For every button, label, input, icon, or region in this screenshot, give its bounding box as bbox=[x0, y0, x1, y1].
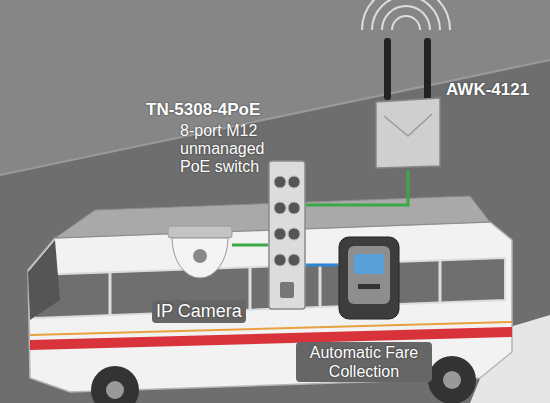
antenna bbox=[424, 38, 431, 100]
camera-lens bbox=[193, 249, 207, 263]
red-stripe bbox=[30, 327, 512, 350]
camera-icon bbox=[168, 226, 232, 280]
wave bbox=[392, 16, 420, 30]
fare-housing bbox=[339, 237, 399, 319]
wheel-hub bbox=[106, 381, 124, 399]
network-cable bbox=[306, 264, 338, 267]
m12-port bbox=[288, 254, 300, 266]
network-cable bbox=[306, 170, 408, 205]
wheel-hub bbox=[443, 371, 461, 389]
m12-port bbox=[274, 202, 286, 214]
device-model: TN-5308-4PoE bbox=[146, 100, 260, 120]
fare-device: Automatic Fare Collection bbox=[338, 236, 400, 320]
device-description: 8-port M12 unmanaged PoE switch bbox=[180, 122, 272, 176]
ap-housing bbox=[376, 98, 440, 168]
wave bbox=[362, 0, 450, 30]
camera-device: IP Camera bbox=[168, 226, 232, 280]
switch-icon bbox=[268, 160, 306, 310]
m12-port bbox=[288, 176, 300, 188]
m12-port bbox=[274, 176, 286, 188]
fare-screen bbox=[354, 254, 384, 274]
fare-machine-icon bbox=[338, 236, 400, 320]
network-cable bbox=[232, 244, 268, 247]
m12-port bbox=[288, 202, 300, 214]
windshield bbox=[28, 240, 60, 320]
wheel bbox=[428, 356, 476, 403]
access-point-device: AWK-4121 bbox=[374, 96, 442, 170]
device-model: AWK-4121 bbox=[446, 80, 529, 100]
switch-device: TN-5308-4PoE8-port M12 unmanaged PoE swi… bbox=[268, 160, 306, 310]
antenna bbox=[384, 38, 391, 100]
ap-panel bbox=[384, 114, 432, 136]
wave bbox=[382, 6, 430, 30]
wave bbox=[372, 0, 440, 30]
m12-port bbox=[288, 228, 300, 240]
card-slot bbox=[358, 284, 380, 289]
window-frame bbox=[109, 272, 112, 315]
window-frame bbox=[249, 267, 252, 310]
camera-dome bbox=[172, 238, 228, 278]
window-frame bbox=[319, 265, 322, 307]
access-point-icon bbox=[374, 96, 442, 170]
switch-housing bbox=[269, 161, 305, 309]
window-frame bbox=[439, 260, 442, 302]
wireless-waves bbox=[362, 0, 450, 30]
m12-port bbox=[274, 228, 286, 240]
fare-front bbox=[348, 246, 390, 304]
device-label: Automatic Fare Collection bbox=[296, 342, 432, 382]
wheel bbox=[91, 366, 139, 403]
m12-port bbox=[274, 254, 286, 266]
building-slab bbox=[0, 0, 550, 175]
camera-base bbox=[168, 226, 232, 238]
power-port bbox=[280, 282, 294, 298]
building-edge bbox=[0, 60, 550, 175]
device-label: IP Camera bbox=[152, 300, 246, 323]
